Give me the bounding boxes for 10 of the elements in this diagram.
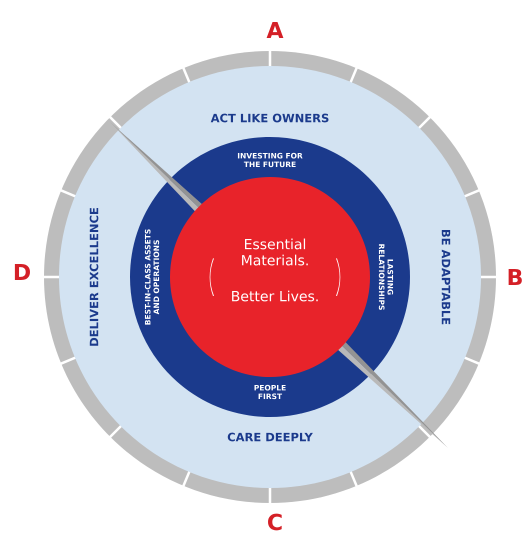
compass-letter: B: [508, 268, 522, 286]
slogan-text: Essential Materials.: [242, 238, 308, 266]
compass-letter: C: [268, 514, 282, 530]
value-label: CARE DEEPLY: [228, 432, 313, 442]
value-label: DELIVER EXCELLENCE: [90, 208, 98, 346]
slogan-text: Better Lives.: [232, 290, 318, 302]
value-label: BE ADAPTABLE: [442, 230, 450, 324]
compass-letter: D: [14, 264, 30, 280]
compass-letter: A: [266, 22, 284, 38]
value-label: ACT LIKE OWNERS: [210, 114, 328, 122]
